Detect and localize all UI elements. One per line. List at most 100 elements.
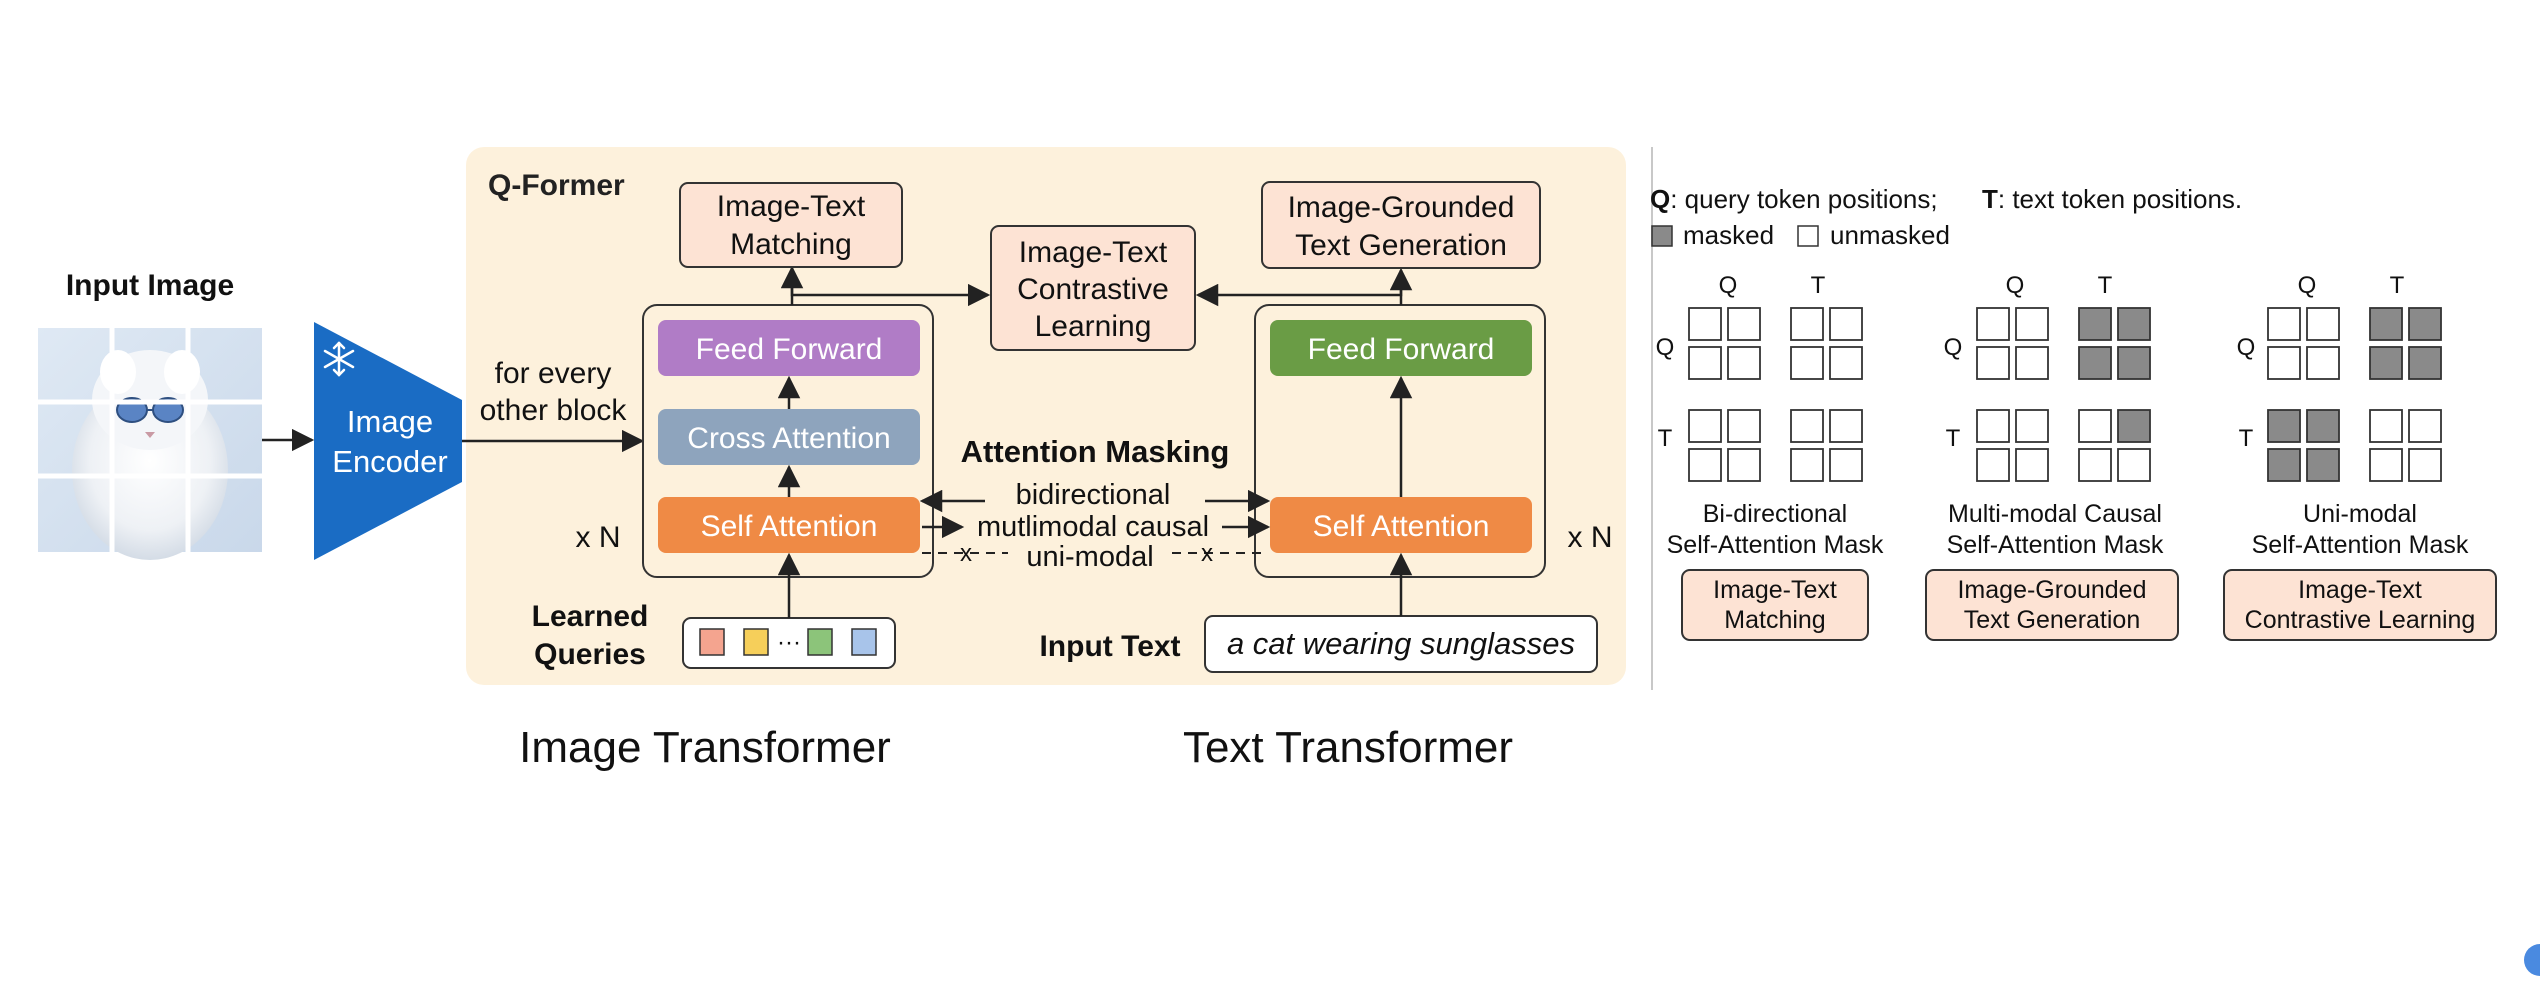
unmasked-cell [2306,346,2340,380]
legend-unmasked-label: unmasked [1830,220,1950,250]
masked-cell [2306,448,2340,482]
query-token [699,628,725,656]
input-text-label: Input Text [1039,630,1180,663]
mask-t-row-label: T [2239,425,2254,452]
masked-cell [2117,307,2151,341]
unmasked-cell [1727,307,1761,341]
unmasked-cell [2369,409,2403,443]
unmasked-cell [1976,409,2010,443]
unmasked-cell [1727,346,1761,380]
image-encoder: Image Encoder [314,322,462,560]
snowflake-icon [323,341,355,377]
learned-queries-line1: Learned [532,600,649,633]
mask-t-row-label: T [1658,425,1673,452]
unmasked-cell [2015,307,2049,341]
unmasked-cell [2267,346,2301,380]
masked-cell [2117,409,2151,443]
caption-text-transformer: Text Transformer [1183,723,1513,772]
feed-forward-left [658,320,920,376]
mask-panel-bidirectional: Q T Q T Bi-directional Self-Attention Ma… [1656,272,1884,641]
legend-t-desc: : text token positions. [1998,184,2242,214]
self-attention-right-label: Self Attention [1313,510,1490,543]
connector-line1: for every [495,357,612,390]
legend-q-line: Q: query token positions; [1650,184,1938,214]
learned-queries-line2: Queries [534,638,646,671]
unmasked-cell [1790,409,1824,443]
unmasked-cell [2408,409,2442,443]
unmasked-cell [2015,409,2049,443]
unmasked-cell [1688,448,1722,482]
legend-masked-swatch [1651,225,1673,247]
unmasked-cell [2078,448,2112,482]
unmasked-cell [1976,307,2010,341]
input-text-value: a cat wearing sunglasses [1227,626,1575,661]
unmasked-cell [2015,448,2049,482]
mask-grid [1688,307,1863,482]
input-image [38,328,262,560]
mask-grid [2267,307,2442,482]
query-token [743,628,769,656]
mask-panel-multimodal-causal: Q T Q T Multi-modal Causal Self-Attentio… [1925,272,2179,641]
mask-panel-unimodal: Q T Q T Uni-modal Self-Attention Mask Im… [2223,272,2497,641]
unmasked-cell [1790,346,1824,380]
masked-cell [2078,307,2112,341]
legend-t-line: T: text token positions. [1982,184,2242,214]
unmasked-cell [1688,307,1722,341]
arrow-right-to-itc [1195,283,1403,307]
itm-head-line2: Matching [730,228,852,261]
mask-title-line1: Bi-directional [1703,500,1848,528]
encoder-label-line2: Encoder [332,444,447,479]
unmasked-cell [2369,448,2403,482]
mask-task-line2: Matching [1724,606,1825,634]
mask-task-line2: Contrastive Learning [2245,606,2476,634]
itc-head-line1: Image-Text [1019,236,1168,269]
unmasked-cell [1976,448,2010,482]
itg-head-line2: Text Generation [1295,229,1507,262]
masked-cell [2078,346,2112,380]
masked-cell [2408,346,2442,380]
mask-q-row-label: Q [1944,334,1963,361]
masked-cell [2117,346,2151,380]
mask-unimodal-label: uni-modal [1026,541,1153,573]
self-attention-right [1270,497,1532,553]
unmasked-cell [1727,409,1761,443]
itc-head-line2: Contrastive [1017,273,1169,306]
mask-task-box [1681,569,1869,641]
mask-q-col-label: Q [2298,272,2317,299]
masked-cell [2306,409,2340,443]
itm-head [679,182,903,268]
masked-cell [2408,307,2442,341]
unmasked-cell [1688,409,1722,443]
masked-cell [2369,307,2403,341]
itm-head-line1: Image-Text [717,190,866,223]
feed-forward-right-label: Feed Forward [1308,333,1495,366]
legend-t-key: T [1982,184,1998,214]
mask-q-row-label: Q [1656,334,1675,361]
itc-head [990,225,1196,351]
itg-head [1261,181,1541,269]
legend-unmasked-swatch [1797,225,1819,247]
unmasked-cell [2267,307,2301,341]
mask-q-row-label: Q [2237,334,2256,361]
mask-title-line1: Uni-modal [2303,500,2417,528]
corner-indicator-icon[interactable] [2524,944,2540,976]
masked-cell [2267,409,2301,443]
mask-grid [1976,307,2151,482]
unmasked-cell [1727,448,1761,482]
unmasked-cell [1790,448,1824,482]
mask-q-col-label: Q [2006,272,2025,299]
mask-title-line2: Self-Attention Mask [2252,531,2469,559]
mask-task-line1: Image-Text [1713,576,1837,604]
mask-task-line1: Image-Grounded [1957,576,2146,604]
unmasked-cell [1829,307,1863,341]
unmasked-cell [1829,448,1863,482]
mask-task-box [2223,569,2497,641]
mask-t-col-label: T [1811,272,1826,299]
encoder-label-line1: Image [347,404,433,439]
mask-t-col-label: T [2098,272,2113,299]
legend-masked-label: masked [1683,220,1774,250]
attention-masking-title: Attention Masking [961,434,1230,469]
unmasked-cell [1829,346,1863,380]
mask-q-col-label: Q [1719,272,1738,299]
